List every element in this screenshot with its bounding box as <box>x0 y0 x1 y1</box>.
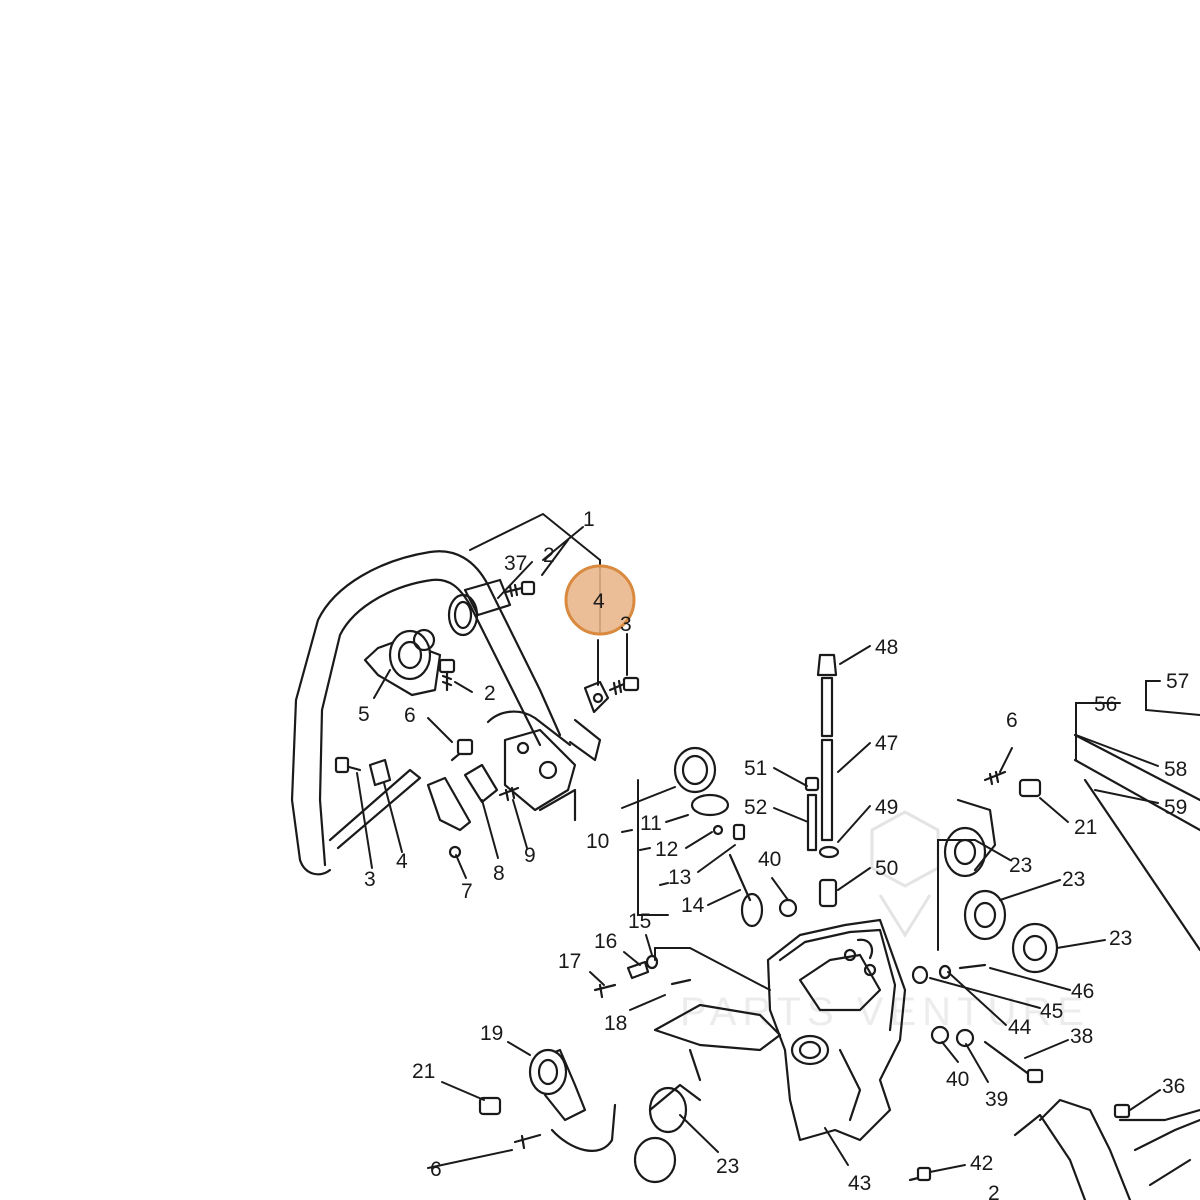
callout-39[interactable]: 39 <box>985 1088 1008 1111</box>
callout-59[interactable]: 59 <box>1164 796 1187 819</box>
callout-46[interactable]: 46 <box>1071 980 1094 1003</box>
callout-23[interactable]: 23 <box>1009 854 1032 877</box>
callout-18[interactable]: 18 <box>604 1012 627 1035</box>
callout-9[interactable]: 9 <box>524 844 536 867</box>
callout-10[interactable]: 10 <box>586 830 609 853</box>
callout-23[interactable]: 23 <box>1062 868 1085 891</box>
callout-51[interactable]: 51 <box>744 757 767 780</box>
callout-52[interactable]: 52 <box>744 796 767 819</box>
housing-56-frame[interactable] <box>1073 733 1200 952</box>
callout-21[interactable]: 21 <box>412 1060 435 1083</box>
callout-12[interactable]: 12 <box>655 838 678 861</box>
vent-51[interactable] <box>804 776 820 792</box>
av-mount-23-lower[interactable] <box>633 1083 702 1184</box>
watermark-logo: PARTS VENTURE <box>680 810 1084 1034</box>
screw-37[interactable] <box>504 580 536 598</box>
screw-3-right[interactable] <box>608 676 640 696</box>
av-mount-23-a[interactable] <box>943 798 997 878</box>
callout-38[interactable]: 38 <box>1070 1025 1093 1048</box>
callout-1[interactable]: 1 <box>583 508 595 531</box>
bolt-3-left[interactable] <box>334 756 362 774</box>
bracket-18[interactable] <box>653 1003 782 1082</box>
screw-42[interactable] <box>908 1166 932 1182</box>
callout-15[interactable]: 15 <box>628 910 651 933</box>
callout-17[interactable]: 17 <box>558 950 581 973</box>
callout-3[interactable]: 3 <box>620 613 632 636</box>
screw-6-right[interactable] <box>983 770 1007 786</box>
washers-44-46[interactable] <box>911 963 987 985</box>
mount-bolt-upper[interactable] <box>438 658 456 692</box>
carb-box-assembly[interactable] <box>486 710 577 822</box>
callout-6[interactable]: 6 <box>404 704 416 727</box>
callout-40[interactable]: 40 <box>758 848 781 871</box>
callout-7[interactable]: 7 <box>461 880 473 903</box>
nuts-39-40[interactable] <box>930 1025 975 1048</box>
screw-6-lower[interactable] <box>513 1133 542 1150</box>
highlight-marker[interactable] <box>564 564 636 636</box>
screw-38[interactable] <box>983 1040 1044 1084</box>
callout-13[interactable]: 13 <box>668 866 691 889</box>
anti-vibration-mount-upper[interactable] <box>363 628 442 697</box>
callout-36[interactable]: 36 <box>1162 1075 1185 1098</box>
callout-57[interactable]: 57 <box>1166 670 1189 693</box>
callout-8[interactable]: 8 <box>493 862 505 885</box>
callout-56[interactable]: 56 <box>1094 693 1117 716</box>
callout-21[interactable]: 21 <box>1074 816 1097 839</box>
callout-5[interactable]: 5 <box>358 703 370 726</box>
callout-23[interactable]: 23 <box>1109 927 1132 950</box>
fuel-line-47[interactable] <box>820 676 834 842</box>
plug-21-lower[interactable] <box>478 1096 502 1116</box>
callout-43[interactable]: 43 <box>848 1172 871 1195</box>
callout-58[interactable]: 58 <box>1164 758 1187 781</box>
callout-23[interactable]: 23 <box>716 1155 739 1178</box>
callout-44[interactable]: 44 <box>1008 1016 1032 1039</box>
clamp-4-left[interactable] <box>368 758 392 787</box>
callout-labels: 1 2 37 4 3 2 5 6 3 4 7 8 9 48 47 51 52 4… <box>358 508 1189 1200</box>
fuel-filter-48[interactable] <box>816 653 838 677</box>
callout-48[interactable]: 48 <box>875 636 898 659</box>
plug-21-right[interactable] <box>1018 778 1042 798</box>
pickup-line-14[interactable] <box>728 853 764 928</box>
nut-40-upper[interactable] <box>778 898 798 918</box>
callout-14[interactable]: 14 <box>681 894 705 917</box>
callout-2[interactable]: 2 <box>543 544 555 567</box>
grommet-49[interactable] <box>818 845 840 859</box>
callout-50[interactable]: 50 <box>875 857 898 880</box>
rear-handle-36[interactable] <box>1013 1098 1200 1200</box>
callout-37[interactable]: 37 <box>504 552 527 575</box>
vent-tube-52[interactable] <box>806 793 818 852</box>
bracket-4-top[interactable] <box>583 680 610 714</box>
leader-lines <box>356 512 1200 1173</box>
filter-50[interactable] <box>818 878 838 908</box>
tank-housing-43[interactable] <box>766 918 907 1142</box>
av-mount-23-c[interactable] <box>1011 922 1059 974</box>
bracket-8[interactable] <box>463 763 499 804</box>
callout-2[interactable]: 2 <box>484 682 496 705</box>
front-handle-bar[interactable] <box>290 550 602 876</box>
callout-3[interactable]: 3 <box>364 868 376 891</box>
callout-49[interactable]: 49 <box>875 796 898 819</box>
callout-42[interactable]: 42 <box>970 1152 993 1175</box>
callout-4[interactable]: 4 <box>396 850 408 873</box>
fittings-15-17[interactable] <box>593 954 692 999</box>
callout-16[interactable]: 16 <box>594 930 617 953</box>
tank-cap-assembly-10[interactable] <box>673 746 746 841</box>
callout-6[interactable]: 6 <box>1006 709 1018 732</box>
mount-plate-7[interactable] <box>426 776 472 859</box>
callout-45[interactable]: 45 <box>1040 1000 1063 1023</box>
callout-47[interactable]: 47 <box>875 732 898 755</box>
callout-19[interactable]: 19 <box>480 1022 503 1045</box>
av-mount-23-b[interactable] <box>963 889 1007 941</box>
spring-6[interactable] <box>450 738 474 762</box>
callout-6[interactable]: 6 <box>430 1158 442 1181</box>
callout-11[interactable]: 11 <box>640 812 662 835</box>
callout-40[interactable]: 40 <box>946 1068 969 1091</box>
handle-clamp[interactable] <box>447 593 479 637</box>
callout-4-highlighted[interactable]: 4 <box>593 590 605 613</box>
callout-2[interactable]: 2 <box>988 1182 1000 1200</box>
av-mount-19[interactable] <box>528 1048 617 1152</box>
